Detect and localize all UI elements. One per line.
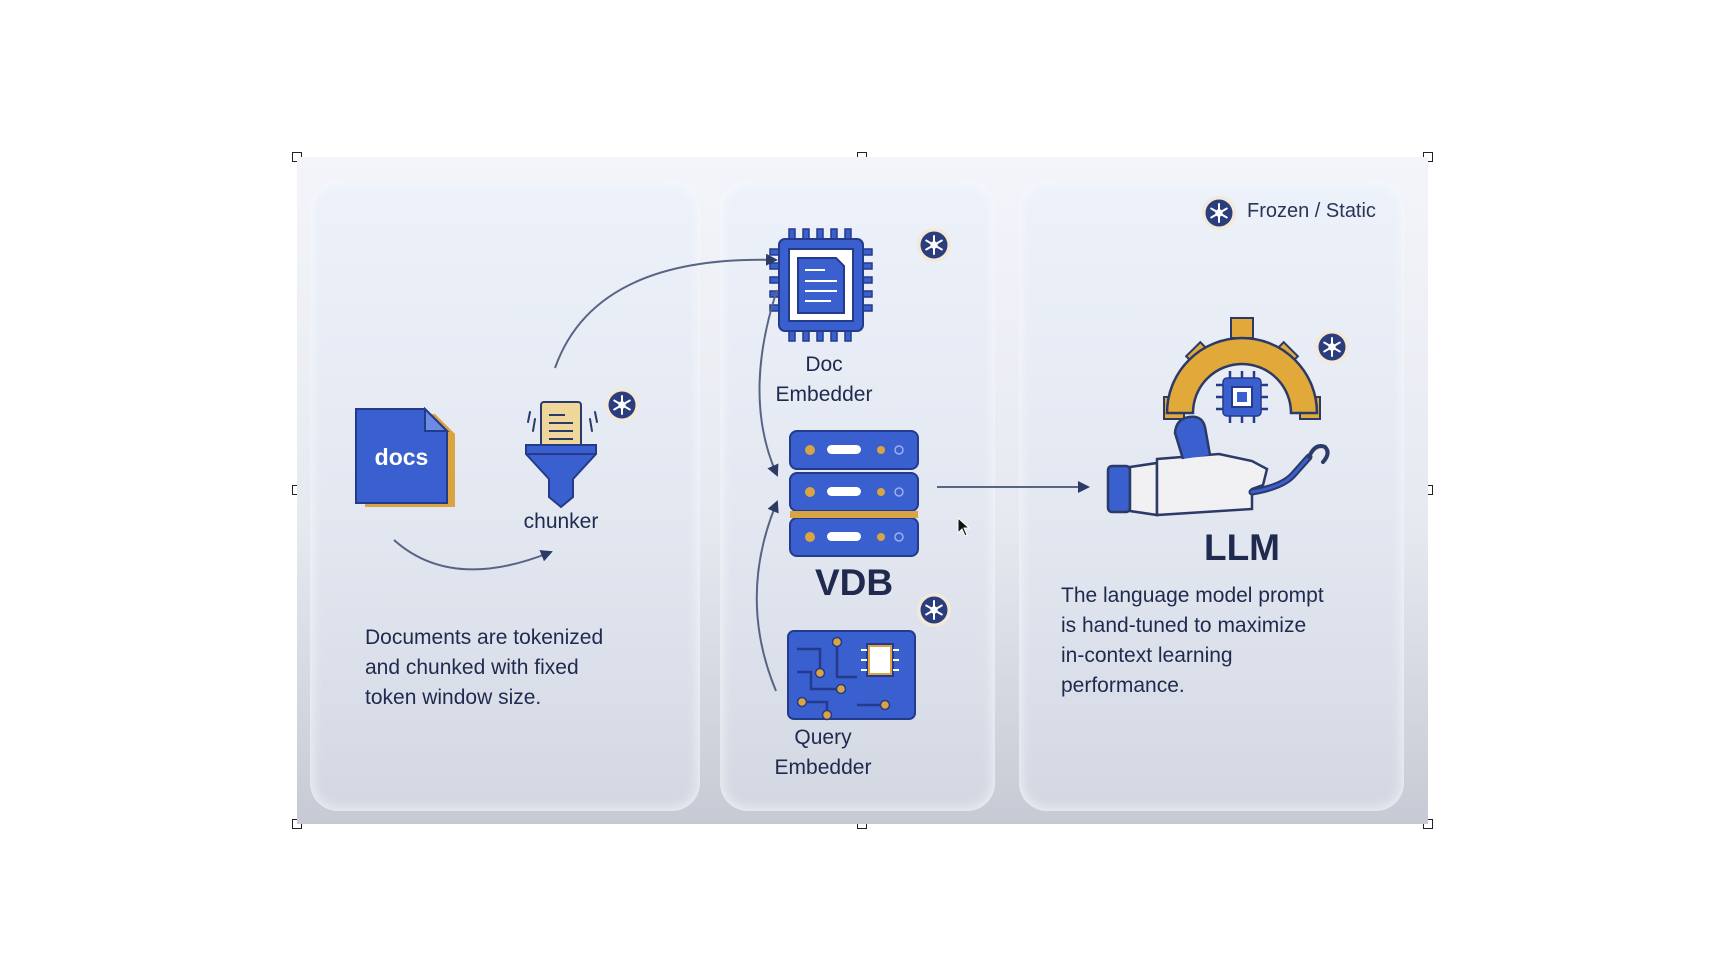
arrow-chunker-to-doc-embedder: [554, 253, 778, 369]
chunking-description-line: token window size.: [365, 686, 542, 709]
robot-hand-icon: [1106, 415, 1330, 517]
docs-label: docs: [374, 444, 429, 470]
llm-label: LLM: [1203, 527, 1281, 568]
docs-file-icon: [355, 406, 455, 507]
doc-embedder-label: Doc Embedder: [769, 350, 879, 410]
llm-gear-chip-icon: [1163, 317, 1321, 423]
vdb-database-icon: [789, 430, 919, 557]
llm-description-line: The language model prompt: [1061, 584, 1324, 607]
llm-description-line: in-context learning: [1061, 644, 1233, 667]
vdb-label: VDB: [814, 562, 894, 603]
llm-description-line: performance.: [1061, 674, 1185, 697]
llm-description: The language model prompt is hand-tuned …: [1061, 581, 1381, 701]
doc-embedder-label-line: Doc: [805, 353, 843, 376]
diagram-graphics: [355, 195, 1350, 721]
arrow-query-embedder-to-vdb: [755, 500, 779, 692]
legend-label: Frozen / Static: [1247, 200, 1376, 222]
query-embedder-label: Query Embedder: [763, 723, 883, 783]
flow-arrows: [393, 253, 1090, 692]
diagram-image[interactable]: Frozen / Static docs chunker Documents a…: [297, 157, 1428, 824]
chunking-description-line: and chunked with fixed: [365, 656, 579, 679]
query-embedder-board-icon: [787, 630, 916, 721]
llm-snowflake-icon: [1314, 329, 1350, 365]
doc-embedder-label-line: Embedder: [775, 383, 873, 406]
chunker-funnel-icon: [525, 401, 598, 509]
chunker-snowflake-icon: [604, 387, 640, 423]
arrow-doc-embedder-to-vdb: [758, 289, 779, 477]
doc-embedder-snowflake-icon: [916, 227, 952, 263]
chunking-description: Documents are tokenized and chunked with…: [365, 623, 665, 713]
doc-embedder-chip-icon: [769, 228, 873, 342]
arrow-docs-to-chunker: [393, 539, 553, 571]
chunker-label: chunker: [523, 510, 599, 533]
selection-handle-bottom-right[interactable]: [1423, 819, 1433, 829]
chunking-description-line: Documents are tokenized: [365, 626, 604, 649]
query-embedder-snowflake-icon: [916, 592, 952, 628]
query-embedder-label-line: Embedder: [774, 756, 872, 779]
query-embedder-label-line: Query: [794, 726, 852, 749]
llm-description-line: is hand-tuned to maximize: [1061, 614, 1307, 637]
mouse-cursor-icon: [957, 517, 971, 537]
legend-snowflake-icon: [1201, 195, 1237, 231]
